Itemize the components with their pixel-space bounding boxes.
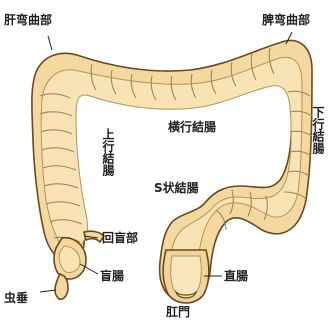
label-descending-colon: 下行結腸 bbox=[311, 106, 325, 155]
label-transverse-colon: 横行結腸 bbox=[168, 119, 216, 134]
label-hepatic-flexure: 肝弯曲部 bbox=[4, 12, 52, 27]
hepatic-flexure-leader bbox=[48, 36, 52, 50]
colon-body bbox=[32, 40, 312, 303]
appendix-leader bbox=[40, 290, 56, 292]
label-sigmoid-colon: S状結腸 bbox=[154, 180, 199, 195]
label-rectum: 直腸 bbox=[224, 268, 248, 283]
appendix-shape bbox=[55, 274, 68, 299]
label-ileocecal: 回盲部 bbox=[102, 230, 138, 245]
label-anus: 肛門 bbox=[166, 304, 190, 319]
rectum-inner bbox=[171, 256, 202, 296]
label-cecum: 盲腸 bbox=[100, 268, 124, 283]
label-appendix: 虫垂 bbox=[4, 290, 28, 305]
label-splenic-flexure: 脾弯曲部 bbox=[262, 12, 310, 27]
label-ascending-colon: 上行結腸 bbox=[101, 127, 115, 177]
